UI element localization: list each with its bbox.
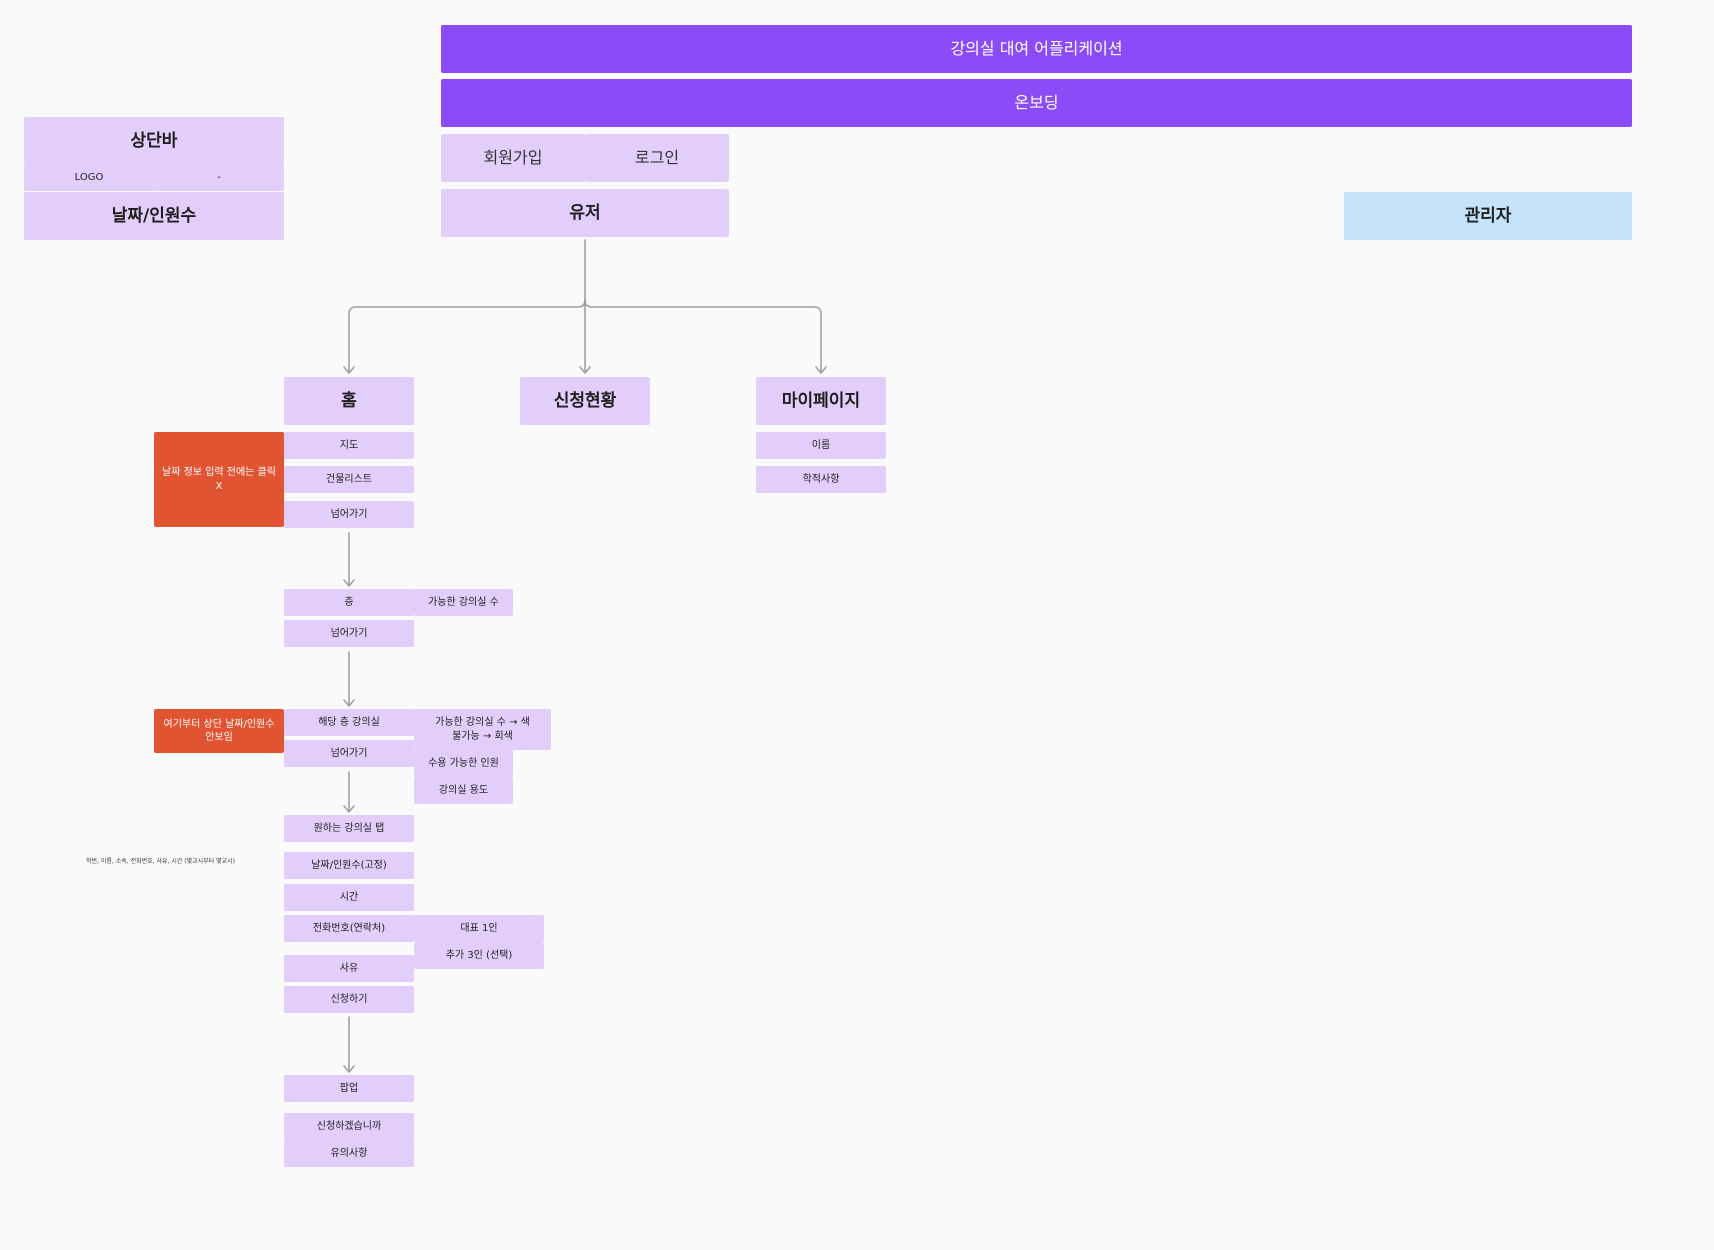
mypage-academic: 학적사항 [756, 466, 886, 493]
color-rule-line1: 가능한 강의실 수 → 색 [435, 717, 530, 728]
app-title-bar: 강의실 대여 어플리케이션 [441, 25, 1632, 73]
hide-topbar-warning-line2: 안보임 [205, 732, 233, 743]
no-click-warning-line1: 날짜 정보 입력 전에는 클릭 [162, 467, 276, 478]
hide-topbar-warning: 여기부터 상단 날짜/인원수 안보임 [154, 709, 284, 753]
connector-next-to-tap-room [343, 771, 355, 813]
tap-room-node: 원하는 강의실 탭 [284, 815, 414, 842]
connector-user-to-home [348, 299, 586, 373]
mypage-name: 이름 [756, 432, 886, 459]
topbar-date-people: 날짜/인원수 [24, 192, 284, 240]
connector-next-to-floor-rooms [343, 651, 355, 707]
home-building-list: 건물리스트 [284, 466, 414, 493]
capacity-node: 수용 가능한 인원 [414, 750, 513, 777]
phone-node: 전화번호(연락처) [284, 915, 414, 942]
mypage-node: 마이페이지 [756, 377, 886, 425]
status-node: 신청현황 [520, 377, 650, 425]
floor-node: 층 [284, 589, 414, 616]
home-next-1: 넘어가기 [284, 501, 414, 528]
signup-node: 회원가입 [441, 134, 585, 182]
admin-node: 관리자 [1344, 192, 1632, 240]
color-rule-node: 가능한 강의실 수 → 색 불가능 → 회색 [414, 709, 551, 750]
date-people-fixed-node: 날짜/인원수(고정) [284, 852, 414, 879]
rep-node: 대표 1인 [414, 915, 544, 942]
popup-node: 팝업 [284, 1075, 414, 1102]
connector-user-to-mypage [584, 299, 822, 373]
home-next-3: 넘어가기 [284, 740, 414, 767]
confirm-node: 신청하겠습니까 [284, 1113, 414, 1140]
time-node: 시간 [284, 884, 414, 911]
color-rule-line2: 불가능 → 회색 [452, 730, 513, 742]
caution-node: 유의사항 [284, 1140, 414, 1167]
topbar-dash: - [154, 165, 284, 191]
no-click-warning: 날짜 정보 입력 전에는 클릭 X [154, 432, 284, 527]
user-node: 유저 [441, 189, 729, 237]
no-click-warning-line2: X [215, 480, 223, 492]
reason-node: 사유 [284, 955, 414, 982]
fields-note: 학번, 이름, 소속, 전화번호, 사유, 시간 (몇교시부터 몇교시) [86, 858, 236, 865]
login-node: 로그인 [585, 134, 729, 182]
arrowhead-mypage [815, 366, 827, 374]
home-map: 지도 [284, 432, 414, 459]
room-purpose-node: 강의실 용도 [414, 777, 513, 804]
available-rooms-node: 가능한 강의실 수 [414, 589, 513, 616]
topbar-node: 상단바 [24, 117, 284, 165]
arrowhead-home [343, 366, 355, 374]
apply-node: 신청하기 [284, 986, 414, 1013]
hide-topbar-warning-line1: 여기부터 상단 날짜/인원수 [163, 718, 275, 730]
home-next-2: 넘어가기 [284, 620, 414, 647]
onboarding-bar: 온보딩 [441, 79, 1632, 127]
connector-apply-to-popup [343, 1016, 355, 1073]
home-node: 홈 [284, 377, 414, 425]
arrowhead-status [579, 366, 591, 374]
extra-node: 추가 3인 (선택) [414, 942, 544, 969]
floor-rooms-node: 해당 층 강의실 [284, 709, 414, 736]
topbar-logo: LOGO [24, 165, 154, 191]
connector-next-to-floor [343, 532, 355, 587]
